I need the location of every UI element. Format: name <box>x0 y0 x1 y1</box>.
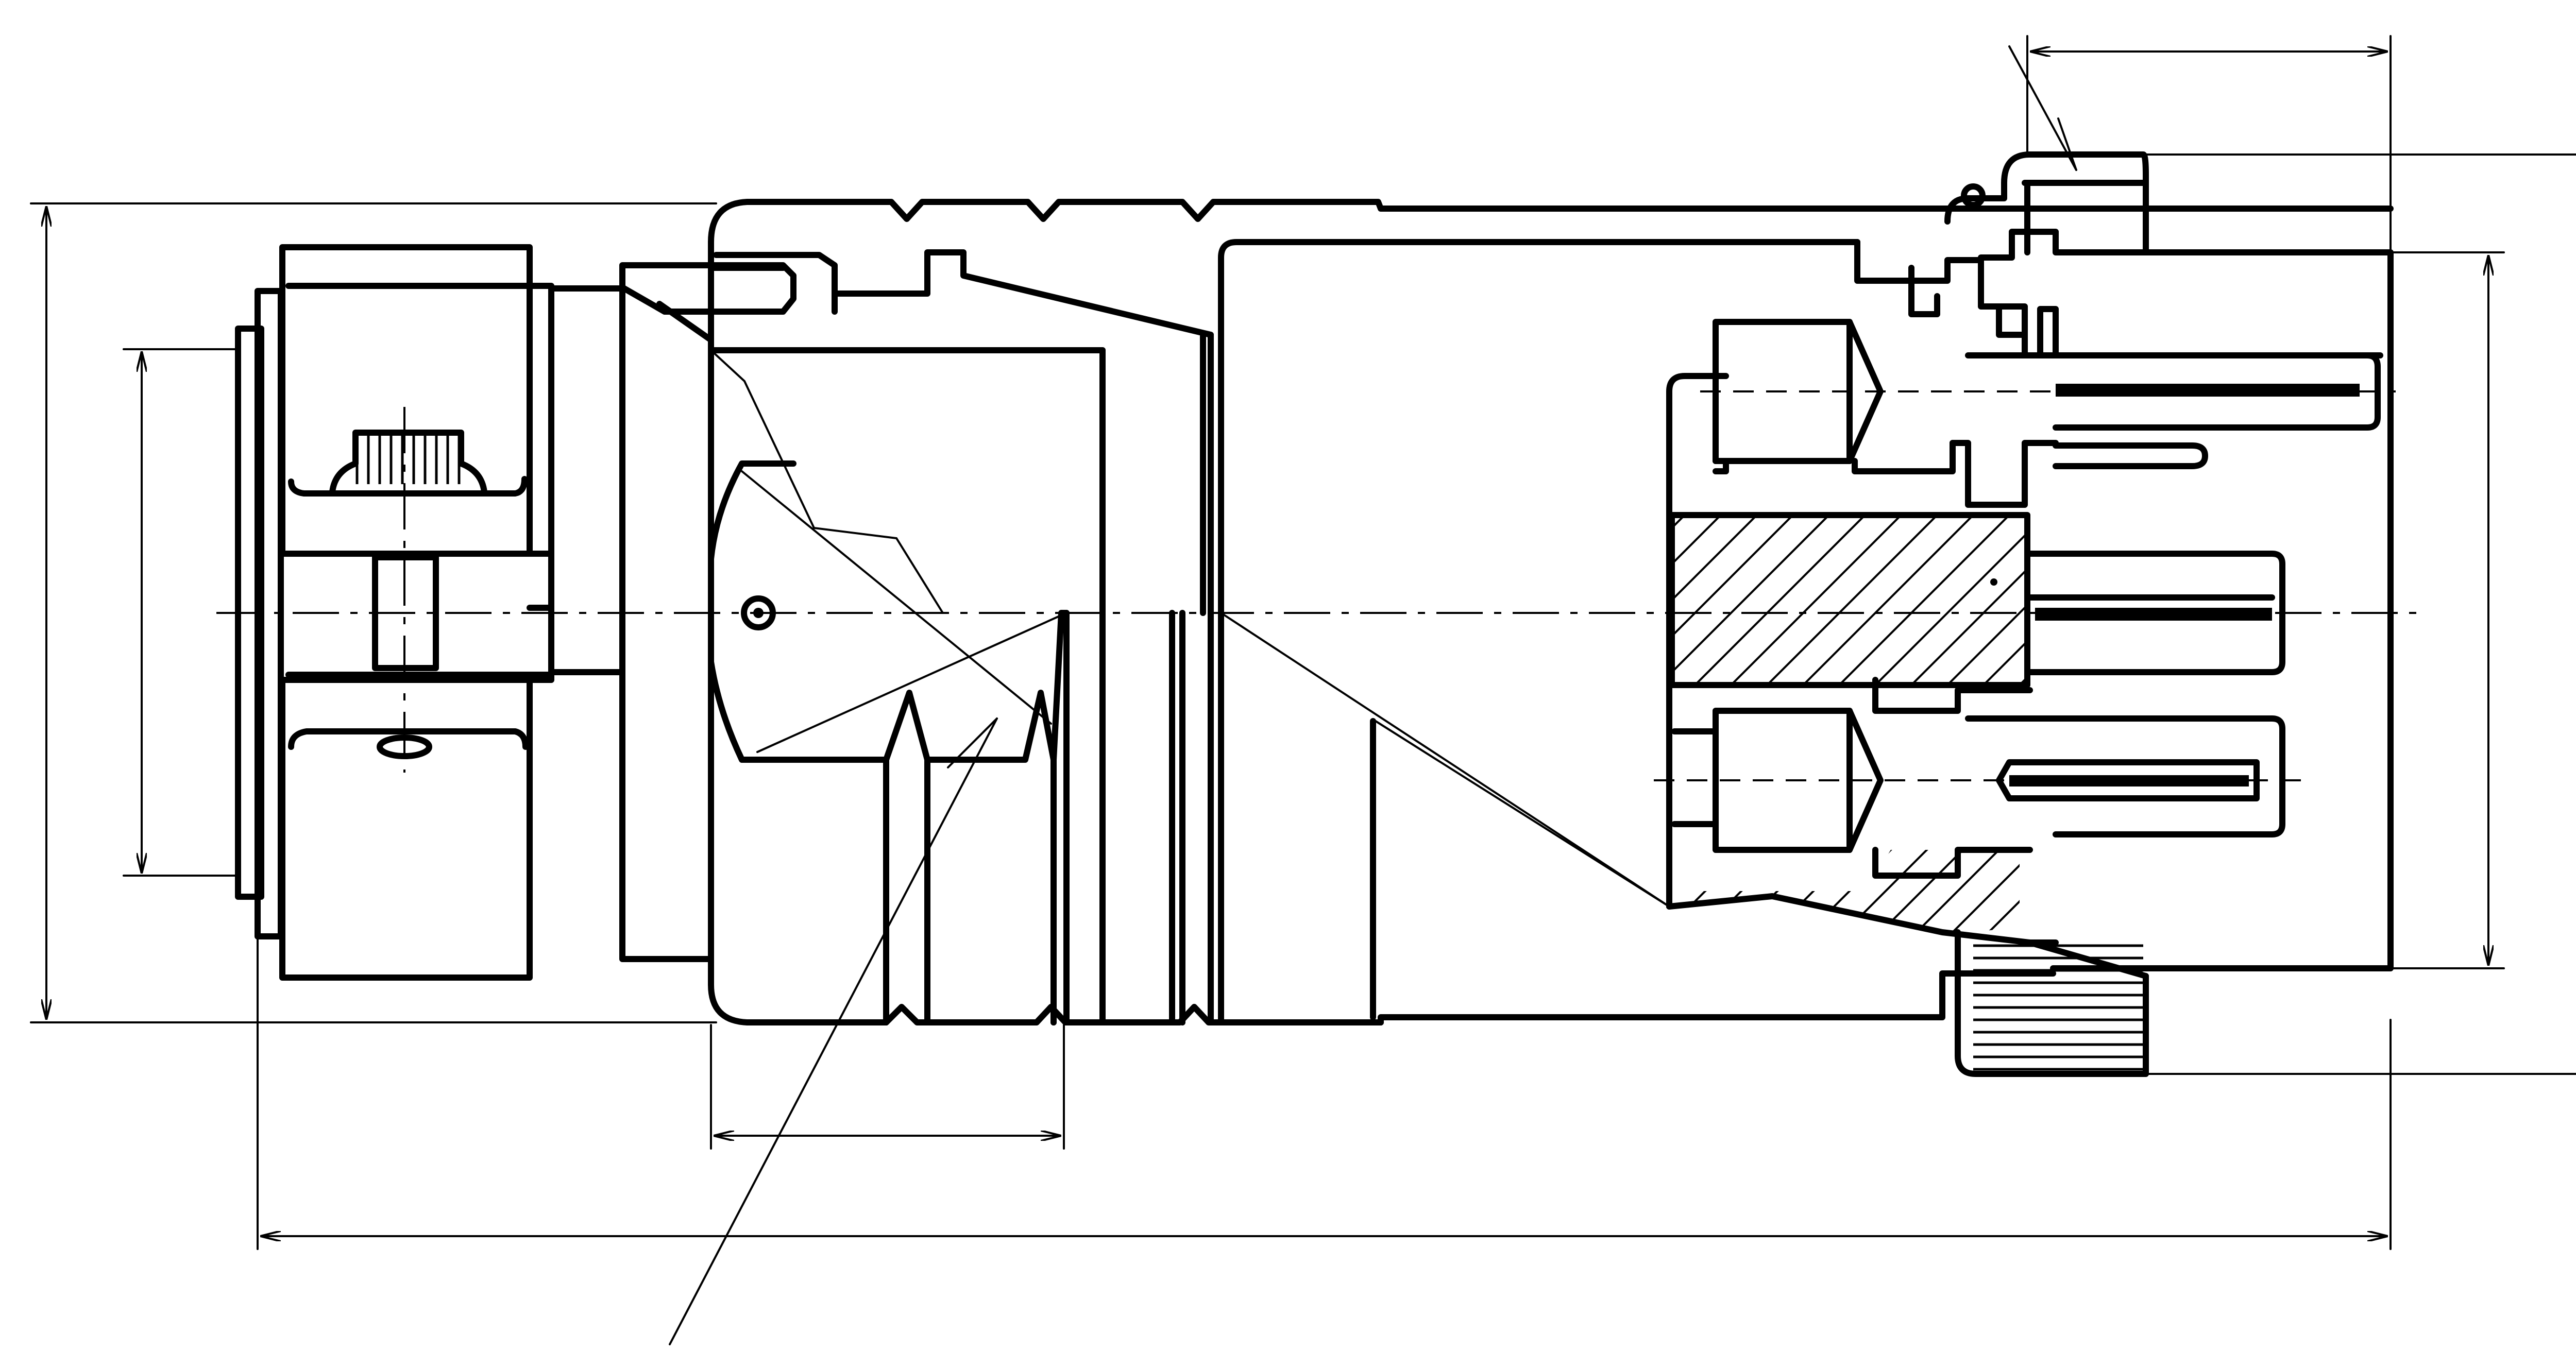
coupling-ring <box>1852 151 2394 1077</box>
contact-upper <box>1700 319 2396 474</box>
insulator-section <box>1669 512 2030 935</box>
leader-line-coupling <box>2008 45 2077 171</box>
leader-line-grip <box>669 717 998 1345</box>
back-nut <box>619 199 2394 1025</box>
contact-lower <box>1654 708 2303 853</box>
set-screw <box>741 595 776 630</box>
contact-middle <box>2027 551 2285 675</box>
dimension-lines <box>30 35 2576 1345</box>
